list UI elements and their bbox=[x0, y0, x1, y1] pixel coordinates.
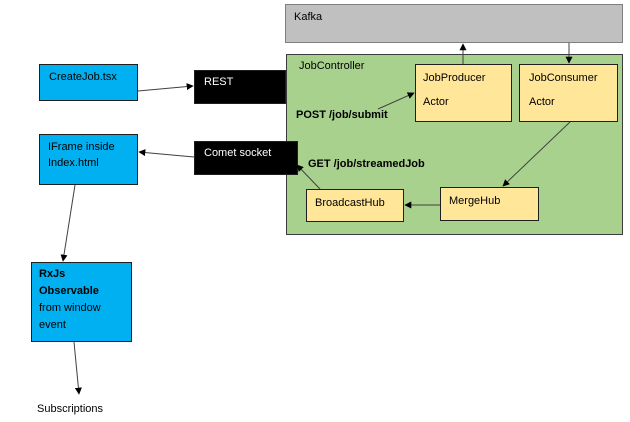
merge-hub-box: MergeHub bbox=[440, 187, 539, 221]
merge-hub-label: MergeHub bbox=[449, 195, 501, 207]
arrow-rxjs-to-subscriptions bbox=[73, 341, 82, 395]
rxjs-observable-box: RxJs Observable from window event bbox=[31, 262, 132, 342]
job-producer-sublabel: Actor bbox=[423, 96, 449, 108]
arrow-post-to-jobproducer bbox=[377, 92, 415, 110]
job-consumer-box: JobConsumer Actor bbox=[519, 64, 618, 122]
comet-socket-box: Comet socket bbox=[194, 141, 298, 175]
subscriptions-label: Subscriptions bbox=[37, 403, 104, 415]
arrow-broadcasthub-to-comet bbox=[296, 164, 321, 190]
broadcast-hub-box: BroadcastHub bbox=[306, 189, 404, 222]
comet-socket-label: Comet socket bbox=[204, 147, 272, 159]
rest-label: REST bbox=[204, 76, 234, 88]
rest-box: REST bbox=[194, 70, 286, 104]
rxjs-label-line3: from window bbox=[39, 302, 101, 314]
job-producer-box: JobProducer Actor bbox=[415, 64, 512, 122]
rxjs-label-line4: event bbox=[39, 319, 66, 331]
arrow-jobconsumer-to-mergehub bbox=[502, 121, 571, 187]
create-job-label: CreateJob.tsx bbox=[49, 71, 117, 83]
job-producer-label: JobProducer bbox=[423, 72, 486, 84]
create-job-box: CreateJob.tsx bbox=[39, 64, 138, 101]
get-streamed-label: GET /job/streamedJob bbox=[308, 158, 425, 170]
kafka-label: Kafka bbox=[294, 11, 323, 23]
iframe-label-line1: IFrame inside bbox=[48, 141, 115, 153]
iframe-label-line2: Index.html bbox=[48, 157, 99, 169]
post-submit-label: POST /job/submit bbox=[296, 109, 388, 121]
arrow-createjob-to-rest bbox=[137, 83, 194, 92]
kafka-box: Kafka bbox=[285, 4, 623, 43]
job-consumer-sublabel: Actor bbox=[529, 96, 555, 108]
arrow-iframe-to-rxjs bbox=[60, 184, 76, 262]
rxjs-label-line2: Observable bbox=[39, 285, 99, 297]
job-controller-label: JobController bbox=[299, 60, 365, 72]
rxjs-label-line1: RxJs bbox=[39, 268, 66, 280]
iframe-box: IFrame inside Index.html bbox=[39, 134, 138, 185]
arrow-comet-to-iframe bbox=[138, 149, 195, 158]
job-consumer-label: JobConsumer bbox=[529, 72, 598, 84]
broadcast-hub-label: BroadcastHub bbox=[315, 197, 385, 209]
